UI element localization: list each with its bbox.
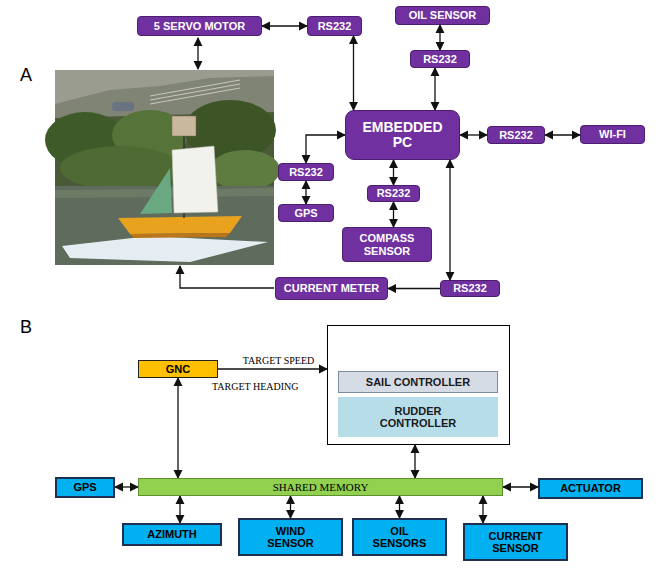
node-text: RS232 [499,129,533,141]
sensor-box: GPS [55,477,115,498]
node-text: 5 SERVO MOTOR [154,20,245,32]
connector-arrow [177,378,178,478]
sensor-box: OIL SENSOR [395,6,490,25]
interface-box: RS232 [487,126,545,144]
connector-arrow [545,134,580,135]
node-text: SHARED MEMORY [273,481,369,493]
sensor-box: GPS [278,204,334,222]
node-text: CURRENT SENSOR [486,530,546,554]
node-text: RS232 [318,20,352,32]
process-box: GNC [138,360,218,378]
interface-box: RS232 [307,16,362,36]
process-box: 5 SERVO MOTOR [137,16,262,36]
device-box: WI-FI [580,125,645,144]
interface-box: RS232 [367,185,420,202]
computer-box: EMBEDDED PC [345,110,460,160]
node-text: WIND SENSOR [261,525,321,549]
connector-arrow [399,496,400,518]
node-text: OIL SENSOR [409,9,477,21]
connector-arrow [305,181,306,204]
connector-arrow [393,160,394,185]
sensor-box: OIL SENSORS [352,518,447,556]
node-text: SAIL CONTROLLER [366,376,470,388]
node-text: GPS [73,481,96,493]
interface-box: RS232 [410,50,470,68]
connector-arrow [460,134,487,135]
wire [180,266,274,288]
interface-box: RS232 [440,280,500,297]
sensor-box: WIND SENSOR [238,518,343,556]
sensor-box: CURRENT SENSOR [463,523,568,561]
connector-arrow [393,202,394,227]
node-text: WI-FI [599,128,626,140]
connector-arrow [449,160,450,280]
connector-arrow [439,25,440,50]
boat-photo [45,70,280,265]
connector-arrow [353,36,354,110]
node-text: OIL SENSORS [370,525,430,549]
connector-arrow [290,496,291,518]
wire [197,38,198,69]
connector-arrow [434,68,435,110]
connector-arrow [306,135,345,163]
node-text: COMPASS SENSOR [352,232,422,256]
connector-arrow [262,25,307,26]
connector-arrow [179,496,180,523]
group-box: SAIL CONTROLLER RUDDER CONTROLLER [327,325,510,445]
node-text: RS232 [453,282,487,294]
signal-label: TARGET SPEED [242,355,316,366]
signal-label: TARGET HEADING [212,381,299,392]
controller-box: SAIL CONTROLLER [338,371,498,393]
sensor-box: AZIMUTH [122,523,222,546]
node-text: RS232 [289,166,323,178]
sensor-box: CURRENT METER [275,277,388,300]
device-box: ACTUATOR [538,478,643,499]
interface-box: RS232 [278,163,334,181]
connector-arrow [115,486,138,487]
node-text: AZIMUTH [147,528,197,540]
connector-arrow [218,368,327,369]
node-text: CURRENT METER [284,282,379,294]
panel-label: A [20,66,32,86]
node-text: RS232 [423,53,457,65]
node-text: ACTUATOR [560,482,621,494]
node-text: RS232 [377,187,411,199]
node-text: GNC [166,363,190,375]
node-text: EMBEDDED PC [352,120,453,151]
controller-box: RUDDER CONTROLLER [338,397,498,437]
panel-label: B [20,318,32,338]
connector-arrow [503,486,538,487]
sensor-box: COMPASS SENSOR [342,227,432,262]
node-text: RUDDER CONTROLLER [378,405,458,429]
memory-bar: SHARED MEMORY [138,478,503,496]
connector-arrow [388,288,440,289]
node-text: GPS [294,207,317,219]
connector-arrow [482,496,483,523]
connector-arrow [414,445,415,478]
